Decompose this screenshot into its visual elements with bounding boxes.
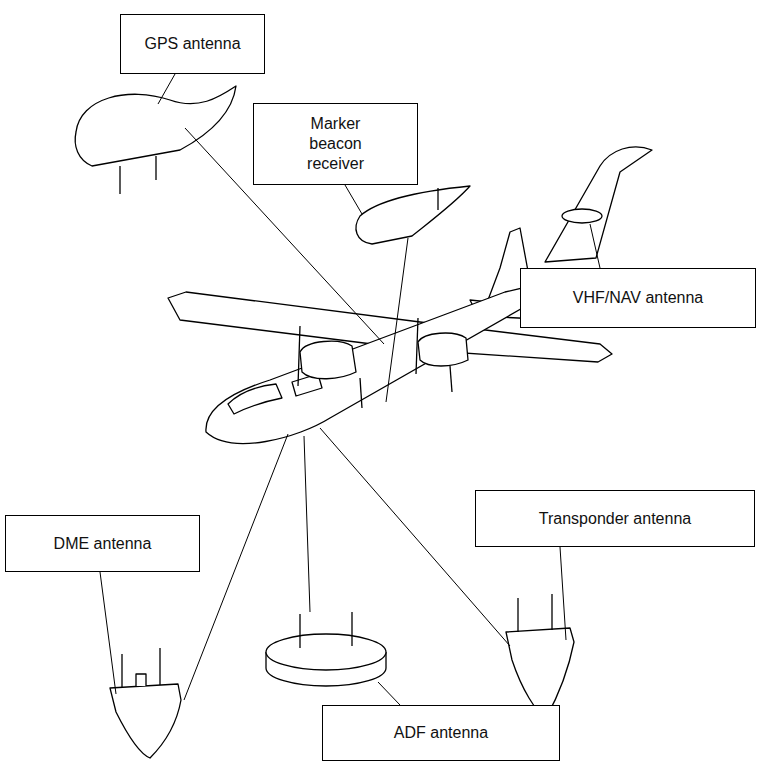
- label-box: GPS antenna: [120, 14, 265, 74]
- leader-line: [304, 436, 310, 612]
- label-text: Marker beacon receiver: [296, 114, 376, 174]
- bolt: [119, 166, 120, 194]
- tail-fin-detail: [545, 147, 652, 262]
- leader-line: [378, 682, 400, 705]
- propeller: [416, 318, 418, 374]
- label-box: VHF/NAV antenna: [520, 268, 756, 328]
- leader-line: [100, 572, 116, 694]
- label-text: GPS antenna: [144, 34, 240, 54]
- engine-nacelle: [300, 341, 356, 379]
- gps-antenna: [75, 86, 236, 166]
- vhf-antenna: [562, 209, 602, 223]
- bolt: [121, 654, 122, 688]
- propeller: [298, 326, 300, 386]
- engine-nacelle: [418, 333, 468, 366]
- bolt: [155, 156, 156, 180]
- label-box: DME antenna: [5, 515, 200, 572]
- bolt: [299, 614, 300, 648]
- marker-antenna: [356, 186, 470, 244]
- label-box: ADF antenna: [322, 705, 560, 761]
- leader-line: [386, 238, 408, 402]
- bolt: [159, 648, 160, 685]
- cockpit-window: [228, 384, 282, 414]
- leader-line: [345, 185, 362, 214]
- dme-antenna: [110, 684, 181, 758]
- label-box: Marker beacon receiver: [253, 103, 418, 185]
- landing-gear: [360, 378, 362, 408]
- fuselage: [206, 285, 540, 443]
- leader-line: [158, 74, 175, 104]
- label-text: Transponder antenna: [539, 509, 691, 529]
- label-text: DME antenna: [54, 534, 152, 554]
- bolt: [551, 594, 552, 630]
- leader-line: [560, 547, 566, 640]
- stub: [136, 674, 146, 686]
- adf-antenna: [266, 634, 386, 670]
- bolt: [437, 188, 438, 210]
- label-text: ADF antenna: [394, 723, 488, 743]
- leader-line: [590, 224, 600, 268]
- bolt: [351, 612, 352, 646]
- landing-gear: [450, 366, 452, 392]
- label-text: VHF/NAV antenna: [573, 288, 703, 308]
- label-box: Transponder antenna: [475, 490, 755, 547]
- bolt: [517, 598, 518, 632]
